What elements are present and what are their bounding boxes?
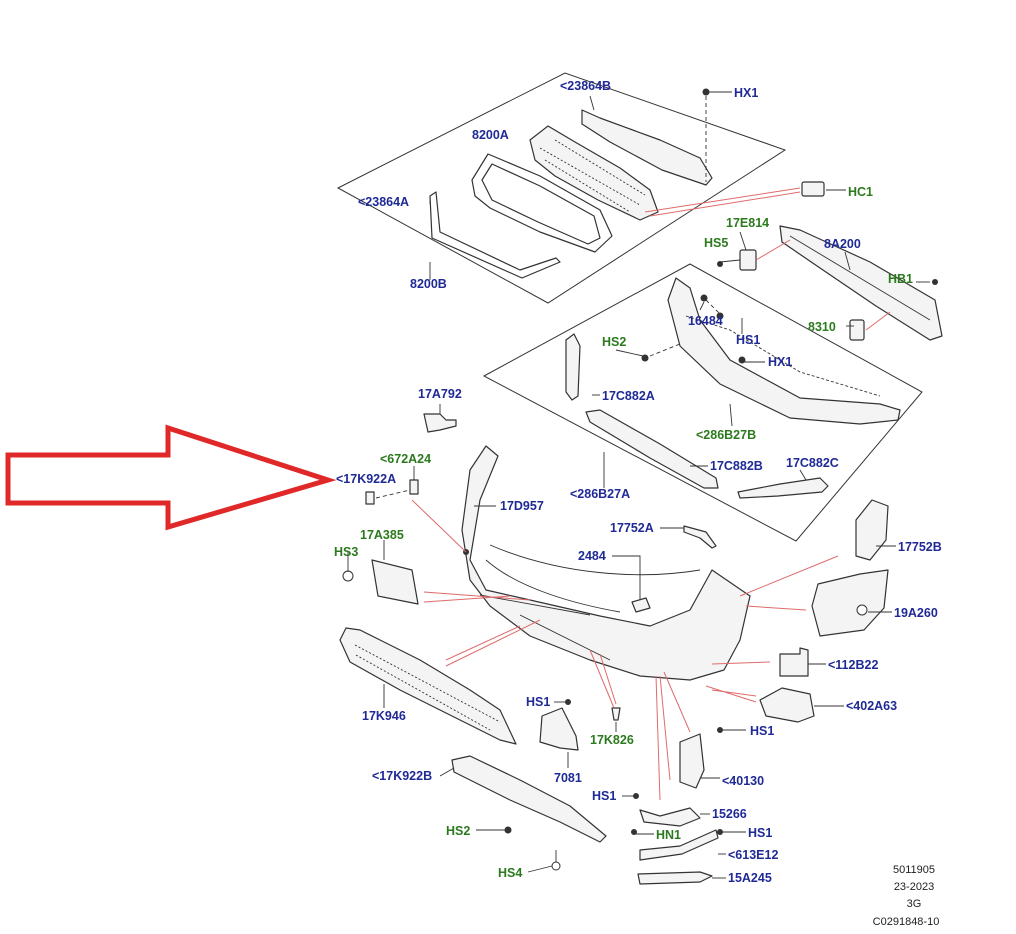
trim-strip-23864A — [429, 191, 561, 279]
label-HS4: HS4 — [498, 866, 522, 880]
label-HX1-top: HX1 — [734, 86, 758, 100]
grille-frame-8200B — [471, 153, 613, 253]
label-HS2-a: HS2 — [602, 335, 626, 349]
label-HS1-c: HS1 — [750, 724, 774, 738]
bumper-cover-17D957 — [461, 445, 751, 681]
grille-assembly-box — [336, 72, 787, 304]
label-8200B: 8200B — [410, 277, 447, 291]
label-HS5: HS5 — [704, 236, 728, 250]
label-112B22: <112B22 — [828, 658, 878, 672]
label-HB1: HB1 — [888, 272, 913, 286]
footer-ref-4: C0291848-10 — [873, 916, 940, 928]
label-HC1: HC1 — [848, 185, 873, 199]
grille-17K946 — [339, 627, 517, 745]
label-7081: 7081 — [554, 771, 582, 785]
label-8200A: 8200A — [472, 128, 509, 142]
label-15A245: 15A245 — [728, 871, 772, 885]
trim-613E12 — [639, 829, 723, 861]
label-HS1-e: HS1 — [748, 826, 772, 840]
label-23864B: <23864B — [560, 79, 611, 93]
label-19A260: 19A260 — [894, 606, 938, 620]
strip-17C882C — [737, 477, 829, 499]
strip-17C882B — [585, 409, 719, 489]
label-HS1-a: HS1 — [736, 333, 760, 347]
bracket-672A24 — [409, 479, 419, 495]
label-17C882B: 17C882B — [710, 459, 763, 473]
strip-17C882A — [565, 333, 581, 401]
bracket-19A260 — [811, 569, 889, 637]
label-40130: <40130 — [722, 774, 764, 788]
label-17C882A: 17C882A — [602, 389, 655, 403]
label-17A792: 17A792 — [418, 387, 462, 401]
footer-ref-1: 5011905 — [893, 864, 935, 876]
footer-ref-3: 3G — [907, 898, 922, 910]
trim-15266 — [631, 793, 701, 835]
label-17A385: 17A385 — [360, 528, 404, 542]
label-8A200: 8A200 — [824, 237, 861, 251]
label-HS1-d: HS1 — [592, 789, 616, 803]
clip-17K826 — [611, 707, 621, 721]
label-17K922B: <17K922B — [372, 769, 432, 783]
label-17E814: 17E814 — [726, 216, 769, 230]
bracket-17752A — [683, 525, 717, 549]
cover-402A63 — [759, 687, 815, 723]
label-17K946: 17K946 — [362, 709, 406, 723]
label-286B27B: <286B27B — [696, 428, 756, 442]
label-HS2-b: HS2 — [446, 824, 470, 838]
reflector-40130 — [679, 727, 723, 789]
trim-15A245 — [637, 871, 713, 885]
label-286B27A: <286B27A — [570, 487, 630, 501]
bracket-7081 — [539, 699, 579, 751]
bracket-17752B — [855, 499, 889, 561]
bracket-8310 — [849, 319, 865, 341]
label-HN1: HN1 — [656, 828, 681, 842]
label-8310: 8310 — [808, 320, 836, 334]
emblem-2484 — [631, 597, 651, 613]
label-15266: 15266 — [712, 807, 747, 821]
label-HX1-b: HX1 — [768, 355, 792, 369]
label-HS3: HS3 — [334, 545, 358, 559]
label-2484: 2484 — [578, 549, 606, 563]
label-17752A: 17752A — [610, 521, 654, 535]
beam-8A200 — [779, 225, 943, 341]
label-17D957: 17D957 — [500, 499, 544, 513]
label-17C882C: 17C882C — [786, 456, 839, 470]
upper-trim-23864B — [581, 95, 713, 186]
label-16484: 16484 — [688, 314, 723, 328]
label-23864A: <23864A — [358, 195, 409, 209]
lower-trim-17K922B — [451, 755, 607, 871]
big-red-arrow-icon — [5, 424, 337, 531]
label-17752B: 17752B — [898, 540, 942, 554]
label-672A24: <672A24 — [380, 452, 431, 466]
label-613E12: <613E12 — [728, 848, 778, 862]
bracket-17K922A — [365, 489, 411, 505]
reinforcement-assembly-box — [482, 263, 923, 542]
plate-17A385 — [342, 559, 419, 605]
label-17K922A: <17K922A — [336, 472, 396, 486]
grille-8200A — [529, 125, 659, 221]
footer-ref-2: 23-2023 — [894, 881, 934, 893]
bracket-112B22 — [779, 647, 809, 677]
label-HS1-b: HS1 — [526, 695, 550, 709]
label-402A63: <402A63 — [846, 699, 897, 713]
absorber-16484 — [667, 277, 901, 425]
bracket-17A792 — [423, 413, 457, 433]
clip-HC1 — [801, 181, 825, 197]
label-17K826: 17K826 — [590, 733, 634, 747]
